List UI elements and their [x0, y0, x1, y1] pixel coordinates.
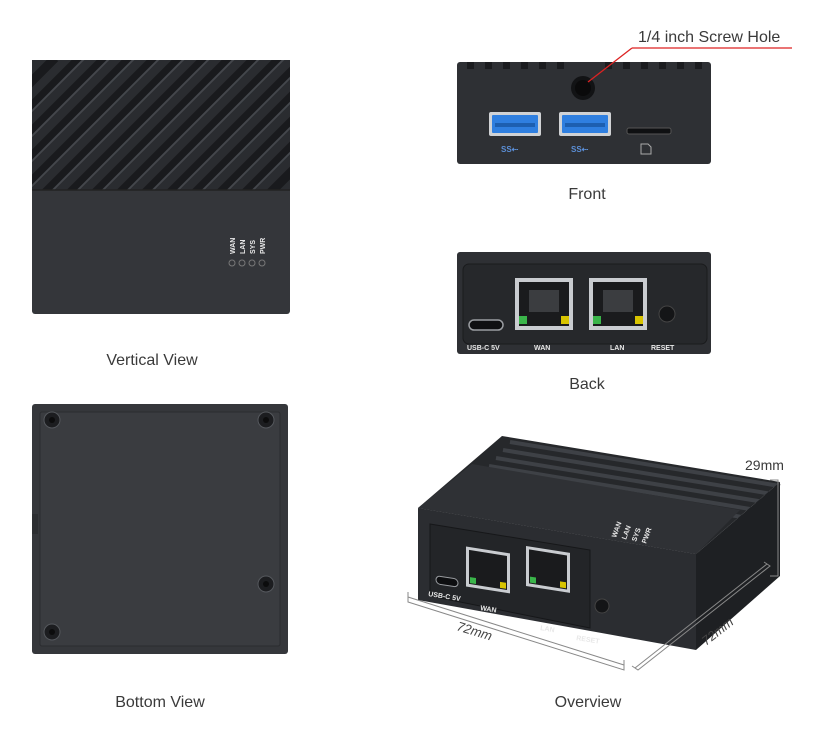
led-pwr	[258, 259, 266, 267]
led-wan	[228, 259, 236, 267]
sd-card-icon	[640, 143, 652, 155]
heatsink-fins	[32, 60, 290, 190]
led-label-wan: WAN	[230, 238, 237, 254]
usb-symbol-2: SS⇠	[571, 145, 589, 154]
vertical-view-panel: WAN LAN SYS PWR	[30, 58, 292, 316]
overview-led-sys: SYS	[631, 527, 642, 543]
dimension-height: 29mm	[745, 457, 784, 473]
lan-led-green	[593, 316, 601, 324]
overview-reset-button	[594, 598, 610, 614]
screw-bottom-left	[43, 623, 61, 641]
bottom-view-panel	[30, 402, 292, 658]
overview-label-reset: RESET	[576, 635, 601, 646]
led-label-sys: SYS	[250, 240, 257, 254]
led-lan	[238, 259, 246, 267]
led-sys	[248, 259, 256, 267]
overview-usb-c-port	[435, 575, 459, 588]
wan-led-yellow	[561, 316, 569, 324]
back-label-lan: LAN	[610, 345, 624, 352]
overview-rj45-lan	[526, 545, 570, 593]
wan-led-green	[519, 316, 527, 324]
overview-label-wan: WAN	[480, 605, 497, 614]
back-label-wan: WAN	[534, 345, 550, 352]
front-view-panel: SS⇠ SS⇠	[455, 60, 715, 166]
back-label-reset: RESET	[651, 345, 675, 352]
lan-led-yellow	[635, 316, 643, 324]
back-view-image: USB-C 5V WAN LAN RESET	[457, 252, 711, 354]
microsd-slot	[626, 127, 672, 135]
vertical-view-image: WAN LAN SYS PWR	[32, 60, 290, 314]
usb-symbol-1: SS⇠	[501, 145, 519, 154]
led-label-pwr: PWR	[260, 238, 267, 254]
led-label-lan: LAN	[240, 240, 247, 254]
overview-panel: USB-C 5V WAN LAN RESET WAN LAN SYS PWR 7…	[400, 420, 800, 680]
reset-button	[658, 305, 676, 323]
screw-top-left	[43, 411, 61, 429]
rj45-wan-port	[515, 278, 573, 330]
caption-vertical-view: Vertical View	[106, 352, 198, 369]
screws	[43, 411, 275, 641]
caption-front: Front	[568, 186, 606, 203]
overview-label-lan: LAN	[540, 625, 555, 634]
caption-bottom-view: Bottom View	[115, 694, 205, 711]
screw-top-right	[257, 411, 275, 429]
back-view-panel: USB-C 5V WAN LAN RESET	[455, 250, 715, 356]
overview-rj45-wan	[466, 546, 510, 594]
screw-hole-callout	[587, 47, 792, 83]
caption-overview: Overview	[554, 694, 622, 711]
screw-mid-right	[257, 575, 275, 593]
front-view-image: SS⇠ SS⇠	[457, 62, 711, 164]
dimension-lines	[407, 479, 779, 671]
usb3-port-2	[559, 112, 611, 136]
bottom-view-image	[32, 404, 288, 654]
usb3-port-1	[489, 112, 541, 136]
overview-led-lan: LAN	[621, 525, 632, 541]
screw-hole-label: 1/4 inch Screw Hole	[638, 29, 781, 46]
caption-back: Back	[569, 376, 605, 393]
back-label-usbc: USB-C 5V	[467, 345, 500, 352]
rj45-lan-port	[589, 278, 647, 330]
overview-image: USB-C 5V WAN LAN RESET WAN LAN SYS PWR 7…	[407, 436, 781, 671]
led-indicators: WAN LAN SYS PWR	[228, 238, 267, 267]
usb-c-port	[468, 319, 504, 331]
